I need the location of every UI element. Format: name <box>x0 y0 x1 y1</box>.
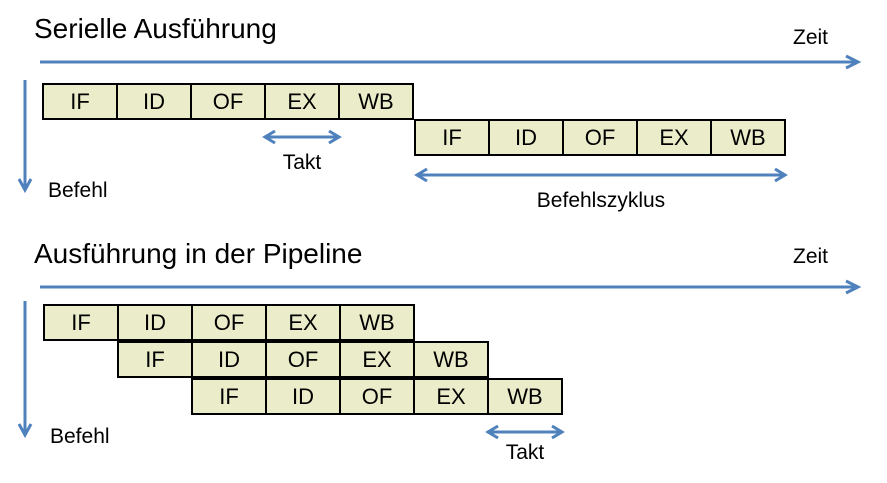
serial-instruction-axis-arrow-icon <box>17 80 33 194</box>
stage-cell: ID <box>116 83 192 120</box>
stage-cell: OF <box>562 119 638 156</box>
instruction-cycle-span-arrow-icon <box>414 167 788 183</box>
serial-instruction-row-2: IF ID OF EX WB <box>414 119 786 156</box>
pipeline-instruction-axis-arrow-icon <box>17 301 33 439</box>
stage-cell: IF <box>43 304 119 341</box>
stage-cell: WB <box>487 378 563 415</box>
pipeline-instruction-row-3: IF ID OF EX WB <box>191 378 563 415</box>
pipeline-time-axis-label: Zeit <box>793 245 829 268</box>
serial-section-title: Serielle Ausführung <box>34 13 277 44</box>
stage-cell: WB <box>339 304 415 341</box>
pipeline-instruction-row-2: IF ID OF EX WB <box>117 341 489 378</box>
pipeline-time-axis-arrow-icon <box>40 279 862 295</box>
pipeline-section-title: Ausführung in der Pipeline <box>34 238 363 269</box>
stage-cell: IF <box>414 119 490 156</box>
stage-cell: EX <box>265 304 341 341</box>
stage-cell: OF <box>190 83 266 120</box>
stage-cell: EX <box>264 83 340 120</box>
pipeline-clock-label: Takt <box>505 441 545 464</box>
pipeline-instruction-axis-label: Befehl <box>50 425 110 448</box>
instruction-cycle-label: Befehlszyklus <box>536 189 666 212</box>
serial-instruction-axis-label: Befehl <box>48 179 108 202</box>
stage-cell: ID <box>117 304 193 341</box>
stage-cell: WB <box>413 341 489 378</box>
stage-cell: ID <box>191 341 267 378</box>
serial-clock-label: Takt <box>282 151 322 174</box>
stage-cell: ID <box>265 378 341 415</box>
stage-cell: IF <box>191 378 267 415</box>
stage-cell: ID <box>488 119 564 156</box>
stage-cell: EX <box>413 378 489 415</box>
stage-cell: EX <box>339 341 415 378</box>
stage-cell: WB <box>338 83 414 120</box>
pipeline-clock-span-arrow-icon <box>485 424 565 440</box>
stage-cell: IF <box>117 341 193 378</box>
stage-cell: OF <box>265 341 341 378</box>
stage-cell: OF <box>339 378 415 415</box>
serial-clock-span-arrow-icon <box>262 129 342 145</box>
stage-cell: WB <box>710 119 786 156</box>
serial-time-axis-arrow-icon <box>40 54 862 70</box>
stage-cell: EX <box>636 119 712 156</box>
stage-cell: OF <box>191 304 267 341</box>
serial-time-axis-label: Zeit <box>793 26 829 49</box>
serial-instruction-row-1: IF ID OF EX WB <box>42 83 414 120</box>
stage-cell: IF <box>42 83 118 120</box>
pipeline-instruction-row-1: IF ID OF EX WB <box>43 304 415 341</box>
